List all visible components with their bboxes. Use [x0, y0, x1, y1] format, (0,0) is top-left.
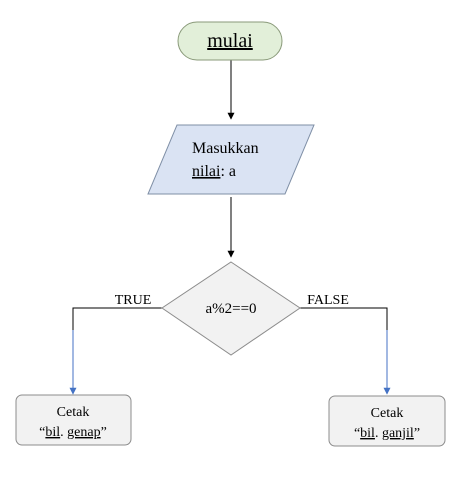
output-false-line2: “bil. ganjil” — [354, 426, 420, 441]
start-label: mulai — [207, 30, 253, 52]
true-label: TRUE — [115, 293, 152, 308]
input-label-line1: Masukkan — [192, 140, 259, 157]
input-parallelogram — [147, 124, 315, 195]
false-label: FALSE — [307, 293, 349, 308]
output-true-line1: Cetak — [57, 405, 90, 420]
decision-diamond — [161, 261, 301, 356]
connector-true-branch — [72, 307, 162, 393]
output-false-box — [328, 395, 446, 447]
output-true-line2: “bil. genap” — [39, 425, 107, 440]
output-true-box — [15, 394, 132, 446]
decision-label: a%2==0 — [205, 301, 256, 317]
connector-false-branch — [300, 307, 388, 393]
start-terminator — [177, 21, 283, 61]
input-label-line2: nilai: a — [192, 163, 236, 180]
output-false-line1: Cetak — [371, 406, 404, 421]
